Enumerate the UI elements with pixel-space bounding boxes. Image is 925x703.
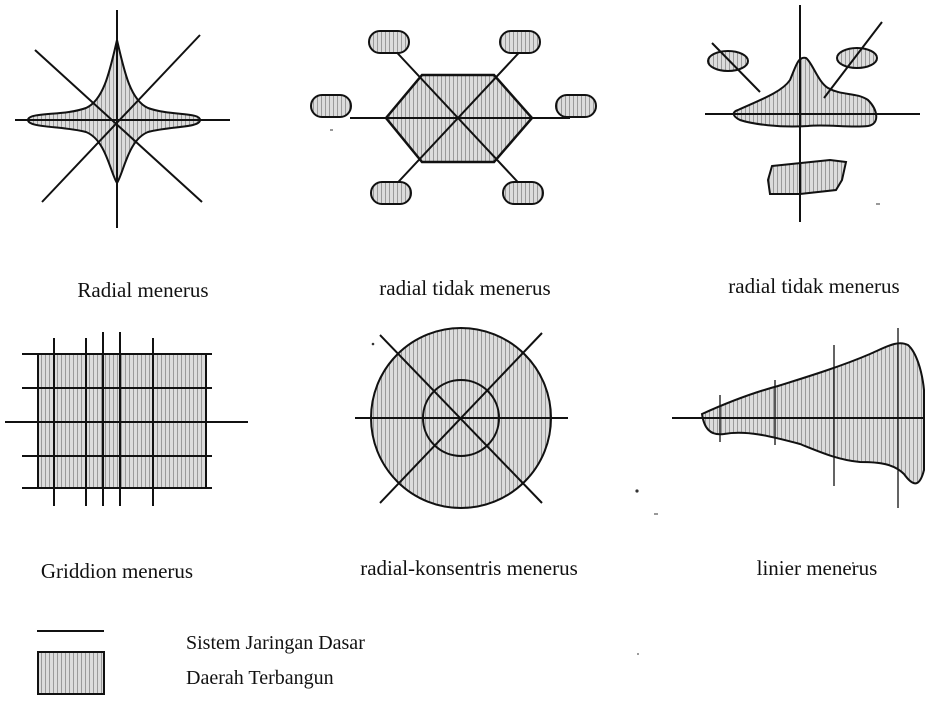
road-diagonal-2 [823, 21, 883, 99]
satellite-area [368, 30, 410, 54]
legend [37, 630, 639, 695]
radial-tidak-menerus-diagram [310, 30, 597, 205]
linier-menerus-diagram [672, 328, 925, 564]
road-diagonal-1 [34, 49, 203, 203]
speck [852, 562, 854, 564]
satellite-area [310, 94, 352, 118]
built-area-main [732, 56, 878, 128]
radial-konsentris-menerus-diagram [355, 327, 658, 515]
satellite-area [555, 94, 597, 118]
caption-radial-konsentris-menerus: radial-konsentris menerus [360, 556, 578, 580]
caption-radial-menerus: Radial menerus [77, 278, 209, 302]
caption-radial-tidak-menerus: radial tidak menerus [379, 276, 551, 300]
built-area-isolated [766, 158, 848, 195]
satellite-area [836, 47, 878, 69]
speck [637, 653, 639, 655]
road-diagonal-2 [379, 332, 543, 504]
caption-linier-menerus: linier menerus [756, 556, 878, 580]
legend-label-line: Sistem Jaringan Dasar [186, 632, 365, 654]
satellite-area [502, 181, 544, 205]
road-diagonal-2 [41, 34, 201, 203]
caption-griddion-menerus: Griddion menerus [40, 559, 194, 583]
speck [635, 489, 639, 493]
road-diagonal-2 [387, 42, 529, 194]
satellite-area [370, 181, 412, 205]
legend-label-area: Daerah Terbangun [186, 667, 334, 689]
satellite-area [499, 30, 541, 54]
griddion-menerus-diagram [5, 332, 248, 506]
road-diagonal-1 [711, 42, 761, 93]
radial-tidak-menerus-irregular-diagram [705, 5, 920, 222]
radial-menerus-diagram [15, 10, 230, 228]
built-area-linear [700, 342, 925, 485]
legend-area-symbol [37, 651, 105, 695]
caption-radial-tidak-menerus-irregular: radial tidak menerus [728, 274, 900, 298]
satellite-area [707, 50, 749, 72]
speck [371, 342, 375, 346]
